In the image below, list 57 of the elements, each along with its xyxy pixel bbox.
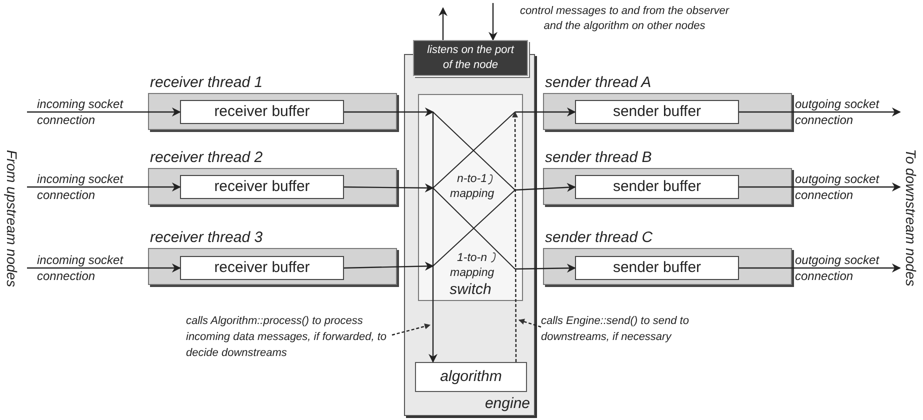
buffer-box <box>575 175 739 199</box>
buffer-box <box>180 256 344 280</box>
arrow <box>515 108 576 116</box>
thread-title: receiver thread 2 <box>150 149 263 166</box>
annotation-text: calls Algorithm::process() to process incoming data messages, if forwarded, to decide downstreams <box>186 314 388 361</box>
mapping-label: 1-to-n mapping <box>450 251 494 281</box>
edge-label: outgoing socket connection <box>795 252 880 284</box>
arrow <box>514 264 576 273</box>
leader-line <box>392 323 431 336</box>
engine-panel <box>404 54 535 416</box>
buffer-box <box>180 100 344 124</box>
buffer-label: receiver buffer <box>213 102 311 122</box>
port-label: listens on the port of the node <box>426 43 516 73</box>
buffer-label: receiver buffer <box>213 258 311 278</box>
port-listener-box <box>413 40 528 76</box>
algorithm-box <box>415 362 527 392</box>
arrow <box>27 182 181 192</box>
thread-title: sender thread C <box>545 229 653 246</box>
edge-label: outgoing socket connection <box>795 96 880 128</box>
arrow <box>438 7 448 40</box>
arrow <box>739 182 901 192</box>
switch-label: switch <box>448 281 492 298</box>
side-label: From upstream nodes <box>3 148 21 289</box>
annotation-text: calls Engine::send() to send to downstreams, if necessary <box>541 314 690 345</box>
arrow <box>344 183 434 192</box>
thread-title: receiver thread 3 <box>150 229 263 246</box>
edge-label: incoming socket connection <box>37 171 124 203</box>
annotation-text: control messages to and from the observer and the algorithm on other nodes <box>518 4 730 34</box>
arrow <box>344 262 434 271</box>
arrow <box>739 108 901 116</box>
leader-line <box>518 318 542 328</box>
edge-label: incoming socket connection <box>37 96 124 128</box>
switch-box <box>418 94 523 301</box>
buffer-label: receiver buffer <box>213 177 311 197</box>
arrow <box>27 264 181 272</box>
arrow <box>514 182 576 192</box>
arrow <box>512 111 518 362</box>
arrow <box>27 108 181 116</box>
arrow <box>344 108 434 116</box>
buffer-label: sender buffer <box>612 177 702 197</box>
buffer-label: sender buffer <box>612 258 702 278</box>
thread-title: sender thread B <box>545 149 652 166</box>
side-label: To downstream nodes <box>902 148 920 289</box>
thread-title: receiver thread 1 <box>150 74 263 91</box>
arrow <box>739 264 901 272</box>
mapping-label: n-to-1 mapping <box>450 172 494 202</box>
buffer-box <box>575 100 739 124</box>
edge-label: incoming socket connection <box>37 252 124 284</box>
buffer-box <box>575 256 739 280</box>
algorithm-label: algorithm <box>439 367 503 387</box>
arrow <box>428 112 438 363</box>
edge-label: outgoing socket connection <box>795 171 880 203</box>
arrow <box>488 3 498 41</box>
buffer-box <box>180 175 344 199</box>
buffer-label: sender buffer <box>612 102 702 122</box>
thread-title: sender thread A <box>545 74 652 91</box>
engine-label: engine <box>484 395 530 412</box>
